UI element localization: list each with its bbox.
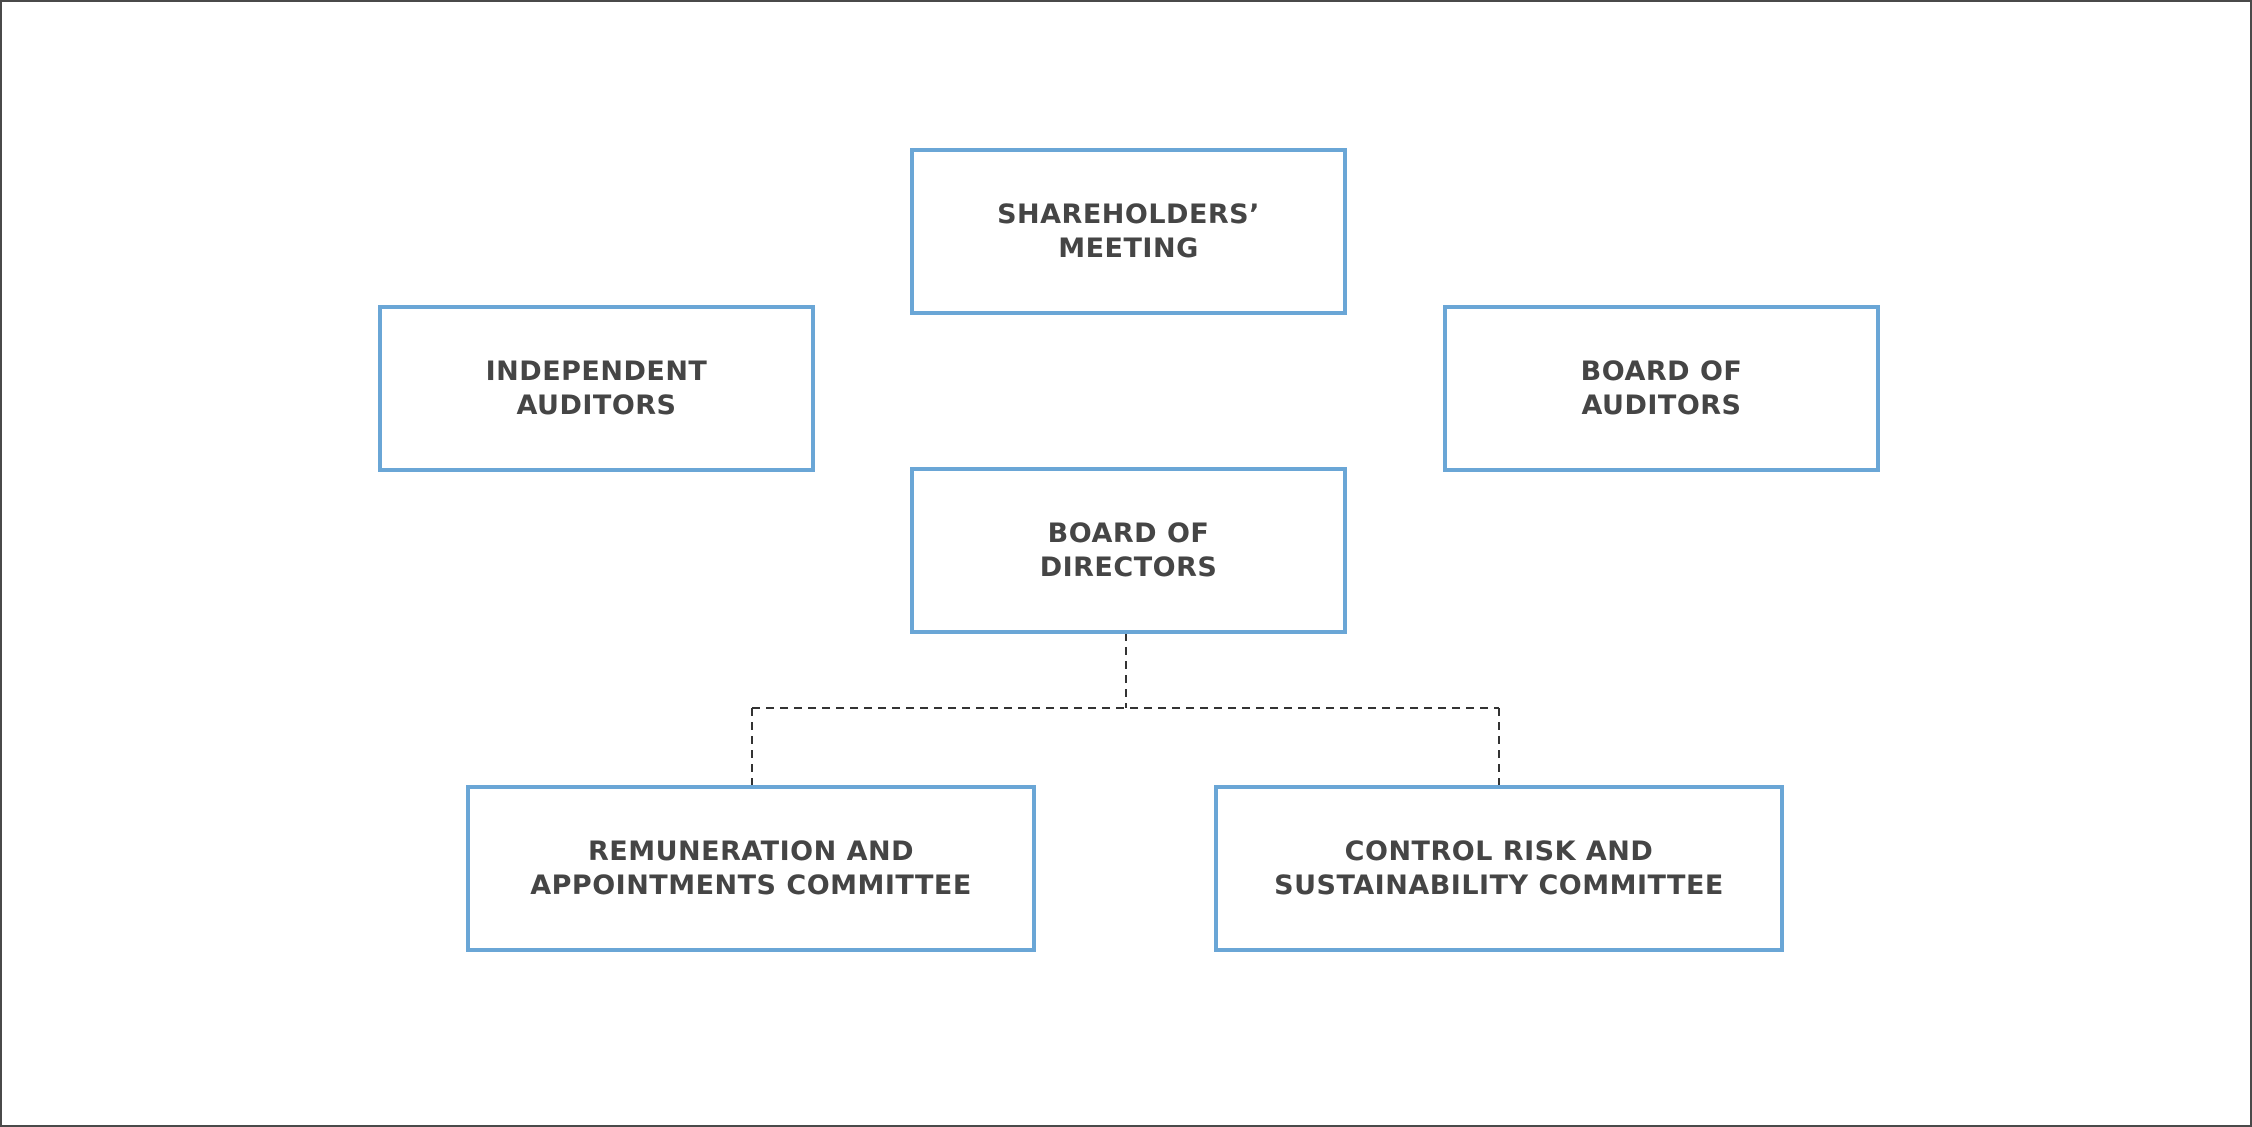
board-of-directors-label: BOARD OF DIRECTORS: [1040, 517, 1218, 585]
board-of-directors-label-line1: BOARD OF: [1047, 517, 1210, 549]
board-of-auditors-label-line2: AUDITORS: [1581, 389, 1742, 421]
board-of-directors-label-line2: DIRECTORS: [1039, 551, 1218, 583]
remuneration-committee-box: REMUNERATION AND APPOINTMENTS COMMITTEE: [466, 785, 1036, 952]
independent-auditors-label: INDEPENDENT AUDITORS: [486, 355, 708, 423]
board-of-auditors-box: BOARD OF AUDITORS: [1443, 305, 1880, 472]
independent-auditors-label-line1: INDEPENDENT: [485, 355, 708, 387]
board-of-auditors-label: BOARD OF AUDITORS: [1581, 355, 1743, 423]
control-risk-committee-label-line2: SUSTAINABILITY COMMITTEE: [1274, 869, 1724, 901]
shareholders-meeting-label-line1: SHAREHOLDERS’: [997, 198, 1260, 230]
shareholders-meeting-box: SHAREHOLDERS’ MEETING: [910, 148, 1347, 315]
control-risk-committee-label-line1: CONTROL RISK AND: [1344, 835, 1654, 867]
shareholders-meeting-label: SHAREHOLDERS’ MEETING: [997, 198, 1260, 266]
control-risk-committee-box: CONTROL RISK AND SUSTAINABILITY COMMITTE…: [1214, 785, 1784, 952]
control-risk-committee-label: CONTROL RISK AND SUSTAINABILITY COMMITTE…: [1274, 835, 1724, 903]
shareholders-meeting-label-line2: MEETING: [1058, 232, 1199, 264]
remuneration-committee-label-line1: REMUNERATION AND: [588, 835, 914, 867]
remuneration-committee-label-line2: APPOINTMENTS COMMITTEE: [530, 869, 972, 901]
independent-auditors-label-line2: AUDITORS: [516, 389, 677, 421]
remuneration-committee-label: REMUNERATION AND APPOINTMENTS COMMITTEE: [530, 835, 972, 903]
independent-auditors-box: INDEPENDENT AUDITORS: [378, 305, 815, 472]
board-of-directors-box: BOARD OF DIRECTORS: [910, 467, 1347, 634]
board-of-auditors-label-line1: BOARD OF: [1580, 355, 1743, 387]
